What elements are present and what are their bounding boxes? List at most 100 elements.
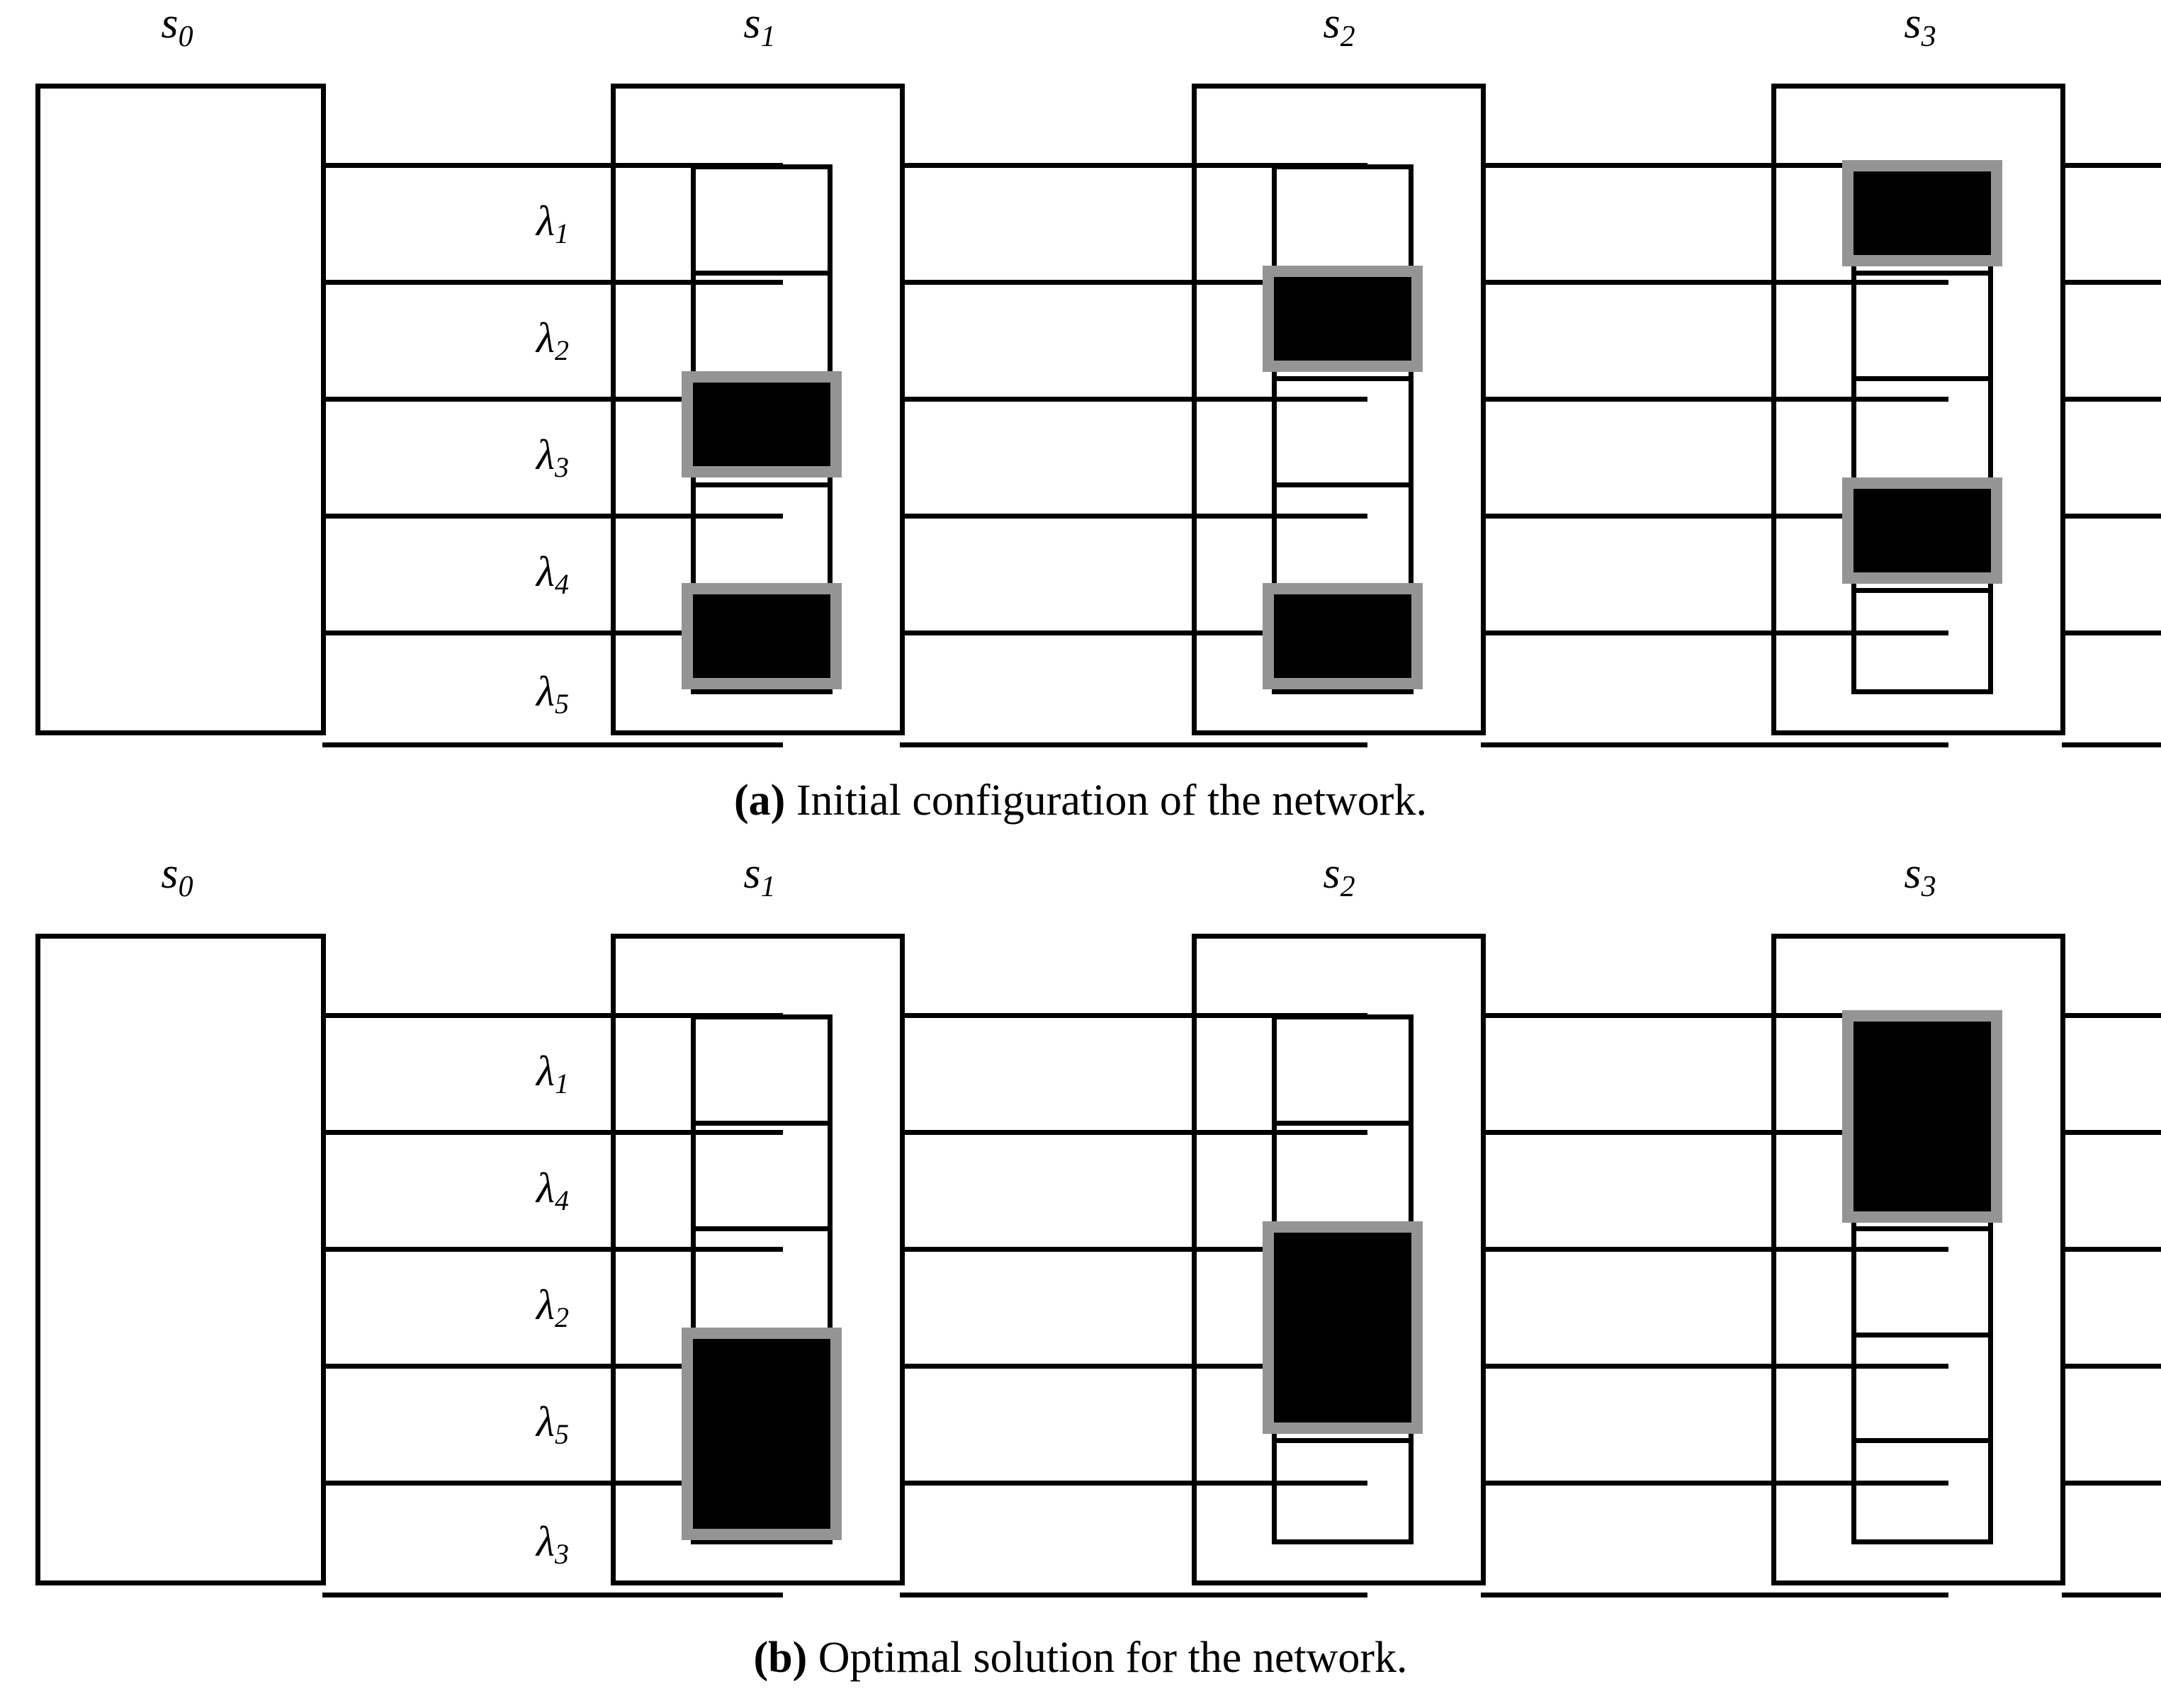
occupied-block-s3-slot1[interactable] <box>1842 160 2002 266</box>
block-core <box>693 383 830 466</box>
caption-marker: (b) <box>753 1634 808 1682</box>
link-row <box>2062 402 2161 519</box>
node-box-s3[interactable] <box>1771 934 2065 1585</box>
link-row: λ2 <box>322 1252 783 1369</box>
node-box-s2[interactable] <box>1192 84 1486 735</box>
slot[interactable] <box>1856 487 1988 594</box>
figure-b: s0 s1 s2 s3 λ1 λ4 λ2 <box>0 850 2161 1708</box>
node-box-s2[interactable] <box>1192 934 1486 1585</box>
block-core <box>1274 594 1411 678</box>
wavelength-label: λ1 <box>536 1047 569 1100</box>
slot[interactable] <box>1856 1231 1988 1337</box>
node-label-s0: s0 <box>161 0 193 53</box>
slot[interactable] <box>1277 276 1409 382</box>
link-s3-out <box>2062 163 2161 747</box>
link-row <box>900 285 1367 402</box>
link-row <box>2062 635 2161 752</box>
occupied-block-s3-slot4[interactable] <box>1842 477 2002 584</box>
block-core <box>1854 171 1991 255</box>
wavelength-label: λ5 <box>536 1398 569 1451</box>
link-row <box>1481 1252 1948 1369</box>
caption-text: Optimal solution for the network. <box>807 1634 1408 1682</box>
node-label-s3: s3 <box>1904 0 1936 53</box>
link-row <box>1481 1018 1948 1135</box>
node-label-s2: s2 <box>1323 849 1355 903</box>
wavelength-label: λ4 <box>536 1164 569 1217</box>
link-s2-s3 <box>1481 1013 1948 1597</box>
slot[interactable] <box>1856 276 1988 382</box>
node-box-s0[interactable] <box>35 934 326 1585</box>
link-row <box>1481 402 1948 519</box>
occupied-block-s1-slots4-5[interactable] <box>682 1328 842 1540</box>
link-row: λ1 <box>322 168 783 285</box>
block-core <box>1274 277 1411 361</box>
link-row: λ4 <box>322 1135 783 1252</box>
occupied-block-s2-slot5[interactable] <box>1263 583 1423 689</box>
slot[interactable] <box>1277 1126 1409 1232</box>
node-box-s1[interactable] <box>611 934 905 1585</box>
wavelength-label: λ2 <box>536 1281 569 1334</box>
link-row: λ2 <box>322 285 783 402</box>
link-row: λ3 <box>322 402 783 519</box>
occupied-block-s1-slot3[interactable] <box>682 371 842 477</box>
block-core <box>693 1339 830 1529</box>
link-row <box>900 1135 1367 1252</box>
occupied-block-s2-slots3-4[interactable] <box>1263 1221 1423 1434</box>
slot[interactable] <box>1856 1337 1988 1444</box>
wavelength-label: λ2 <box>536 314 569 367</box>
slot[interactable] <box>696 1231 828 1337</box>
link-row: λ1 <box>322 1018 783 1135</box>
slot[interactable] <box>1277 1443 1409 1549</box>
link-row: λ5 <box>322 1369 783 1486</box>
figure-caption-a: (a) Initial configuration of the network… <box>0 776 2161 826</box>
link-row <box>900 519 1367 635</box>
link-row <box>1481 1135 1948 1252</box>
slot[interactable] <box>1277 381 1409 487</box>
link-row: λ4 <box>322 519 783 635</box>
slot[interactable] <box>696 381 828 487</box>
occupied-block-s2-slot2[interactable] <box>1263 266 1423 372</box>
node-label-s1: s1 <box>743 849 776 903</box>
block-core <box>1854 489 1991 572</box>
slot[interactable] <box>696 1126 828 1232</box>
link-row <box>2062 1018 2161 1135</box>
link-row <box>1481 519 1948 635</box>
wavelength-label: λ5 <box>536 667 569 720</box>
node-box-s0[interactable] <box>35 84 326 735</box>
block-core <box>693 594 830 678</box>
slot[interactable] <box>1277 487 1409 594</box>
slot[interactable] <box>696 169 828 276</box>
link-s3-out <box>2062 1013 2161 1597</box>
slot[interactable] <box>1856 381 1988 487</box>
link-row <box>900 1252 1367 1369</box>
link-row <box>2062 1486 2161 1602</box>
slot[interactable] <box>1277 1337 1409 1444</box>
slot[interactable] <box>1856 1443 1988 1549</box>
slot[interactable] <box>696 1019 828 1126</box>
link-row <box>900 1018 1367 1135</box>
slot[interactable] <box>696 276 828 382</box>
node-box-s1[interactable] <box>611 84 905 735</box>
caption-marker: (a) <box>734 776 786 825</box>
node-box-s3[interactable] <box>1771 84 2065 735</box>
slot[interactable] <box>1856 169 1988 276</box>
occupied-block-s3-slots1-2[interactable] <box>1842 1010 2002 1223</box>
block-core <box>1854 1022 1991 1211</box>
node-label-s0: s0 <box>161 849 193 903</box>
occupied-block-s1-slot5[interactable] <box>682 583 842 689</box>
link-row <box>900 402 1367 519</box>
link-row <box>1481 1369 1948 1486</box>
slot[interactable] <box>1856 593 1988 699</box>
link-s1-s2 <box>900 163 1367 747</box>
link-row <box>900 168 1367 285</box>
link-row <box>2062 1252 2161 1369</box>
link-row <box>1481 285 1948 402</box>
slot[interactable] <box>1277 1019 1409 1126</box>
slot[interactable] <box>1856 1126 1988 1232</box>
wavelength-label: λ3 <box>536 431 569 484</box>
link-s2-s3 <box>1481 163 1948 747</box>
slot[interactable] <box>696 487 828 594</box>
slot[interactable] <box>1277 169 1409 276</box>
block-core <box>1274 1233 1411 1423</box>
